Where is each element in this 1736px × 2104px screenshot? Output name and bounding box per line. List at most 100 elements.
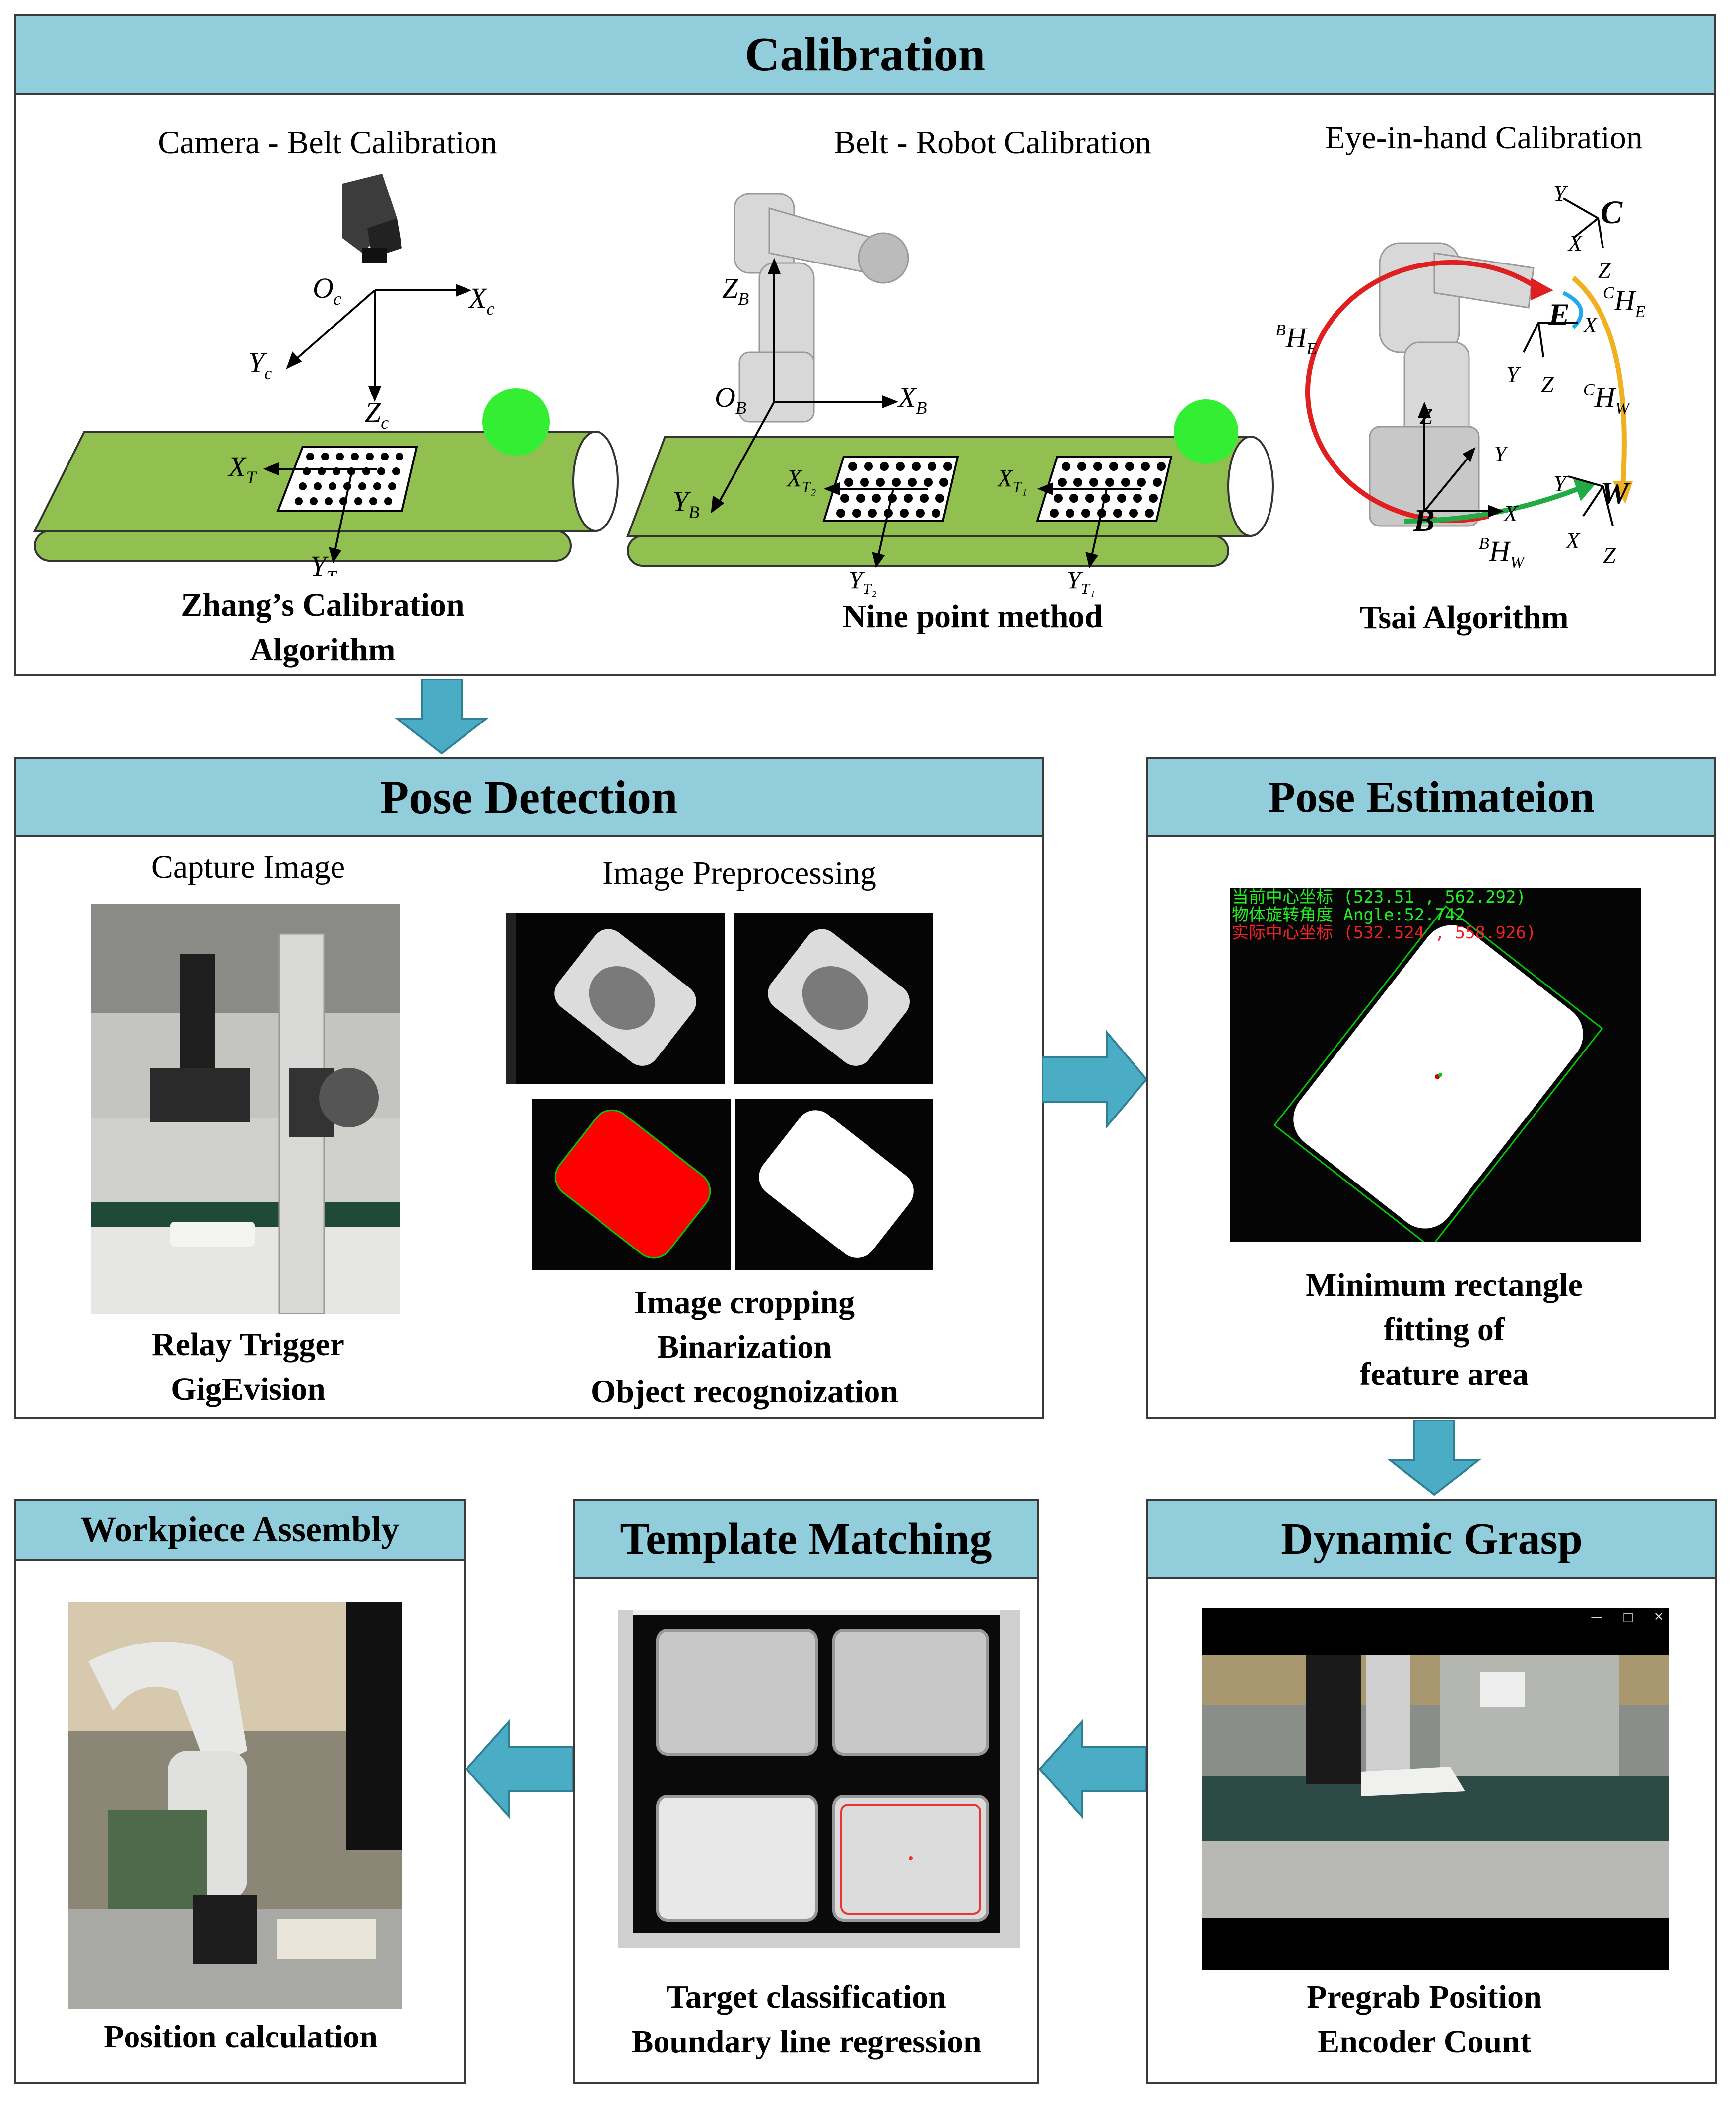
svg-text:ZB: ZB <box>722 272 749 309</box>
svg-text:W: W <box>1601 475 1631 511</box>
template-matching-image <box>618 1610 1020 1948</box>
maximize-icon[interactable]: □ <box>1622 1610 1634 1624</box>
dynamic-grasp-header: Dynamic Grasp <box>1146 1499 1717 1579</box>
preprocess-text: Image cropping Binarization Object recog… <box>521 1280 968 1414</box>
camera-belt-diagram: Oc Xc Yc Zc XT YT <box>33 174 619 576</box>
tsai-algorithm: Tsai Algorithm <box>1359 599 1569 636</box>
template-matching-title: Template Matching <box>620 1514 992 1564</box>
svg-text:XB: XB <box>897 381 927 418</box>
calibration-board <box>276 446 418 512</box>
svg-text:Oc: Oc <box>313 272 341 309</box>
svg-text:Z: Z <box>1603 543 1616 568</box>
svg-text:BHE: BHE <box>1275 321 1317 358</box>
arrow-left-2 <box>465 1719 574 1819</box>
close-icon[interactable]: ✕ <box>1653 1610 1664 1624</box>
bhe-arc <box>1305 260 1535 523</box>
belt-robot-diagram: ZB OB XB YB XT₂ XT₁ YT₂ YT₁ <box>626 193 1274 597</box>
robot-arm-icon <box>734 193 909 423</box>
belt-bottom <box>34 530 572 562</box>
pregrab-position: Pregrab Position <box>1307 1979 1542 2015</box>
svg-text:Xc: Xc <box>468 282 494 319</box>
workpiece-assembly-title: Workpiece Assembly <box>80 1510 399 1549</box>
preprocess-image-4 <box>735 1099 933 1270</box>
workpiece-assembly-header: Workpiece Assembly <box>14 1499 466 1561</box>
relay-trigger: Relay Trigger <box>152 1326 344 1363</box>
svg-text:Y: Y <box>1553 471 1568 496</box>
svg-text:CHW: CHW <box>1583 381 1631 418</box>
svg-text:Y: Y <box>1506 362 1521 387</box>
camera-icon <box>342 174 402 263</box>
preprocess-image-3 <box>532 1099 731 1270</box>
svg-text:YB: YB <box>672 485 699 522</box>
svg-text:Y: Y <box>1553 181 1568 206</box>
eye-in-hand-diagram: C E B W BHE CHE CHW BHW Y X Z Y Z X Z Y … <box>1275 181 1646 572</box>
image-cropping: Image cropping <box>634 1284 855 1320</box>
svg-text:XT₁: XT₁ <box>997 464 1027 496</box>
dynamic-grasp-text: Pregrab Position Encoder Count <box>1161 1975 1687 2064</box>
eye-in-hand-caption: Eye-in-hand Calibration <box>1325 120 1643 156</box>
svg-text:YT: YT <box>310 550 337 576</box>
assembly-photo <box>68 1602 402 2009</box>
belt-roller <box>1227 436 1274 537</box>
overlay-line-3: 实际中心坐标 (532.524 , 558.926) <box>1232 923 1536 943</box>
board-dots <box>836 462 1166 518</box>
svg-text:YT₁: YT₁ <box>1067 566 1095 597</box>
capture-photo <box>91 904 400 1314</box>
belt-robot-caption: Belt - Robot Calibration <box>834 125 1151 161</box>
svg-text:YT₂: YT₂ <box>849 566 877 597</box>
window-controls: — □ ✕ <box>1591 1610 1664 1624</box>
arrow-down-1 <box>394 679 489 755</box>
arrow-down-2 <box>1387 1420 1482 1496</box>
object-recognition: Object recognoization <box>590 1374 899 1410</box>
svg-text:XT: XT <box>227 451 257 487</box>
binarization: Binarization <box>657 1329 832 1365</box>
green-ball-icon <box>1174 399 1238 464</box>
svg-text:BHW: BHW <box>1479 534 1526 572</box>
svg-text:X: X <box>1567 230 1583 256</box>
svg-text:X: X <box>1565 528 1581 553</box>
svg-text:CHE: CHE <box>1603 284 1646 321</box>
calibration-title: Calibration <box>744 28 986 81</box>
preprocess-image-2 <box>734 913 933 1084</box>
encoder-count: Encoder Count <box>1318 2024 1531 2060</box>
minimize-icon[interactable]: — <box>1591 1610 1603 1624</box>
min-rect-line1: Minimum rectangle <box>1306 1267 1583 1303</box>
position-calculation: Position calculation <box>104 2019 378 2055</box>
svg-text:Z: Z <box>1541 372 1554 397</box>
template-text: Target classification Boundary line regr… <box>586 1975 1027 2064</box>
green-ball-icon <box>482 388 550 456</box>
overlay-line-1: 当前中心坐标 (523.51 , 562.292) <box>1232 888 1526 907</box>
arrow-left-1 <box>1038 1719 1147 1819</box>
target-classification: Target classification <box>667 1979 946 2015</box>
belt-roller <box>572 431 619 532</box>
svg-text:X: X <box>1582 312 1598 337</box>
svg-text:XT₂: XT₂ <box>786 464 816 496</box>
svg-text:Y: Y <box>1494 441 1509 466</box>
image-preprocessing-caption: Image Preprocessing <box>602 855 876 891</box>
min-rect-line2: fitting of <box>1384 1312 1505 1348</box>
pose-estimation-title: Pose Estimateion <box>1268 772 1595 822</box>
arrow-right-1 <box>1042 1030 1148 1129</box>
svg-text:Yc: Yc <box>248 346 272 383</box>
svg-text:B: B <box>1413 503 1435 538</box>
pose-estimation-text: Minimum rectangle fitting of feature are… <box>1181 1263 1707 1397</box>
nine-point-method: Nine point method <box>842 598 1103 635</box>
svg-text:OB: OB <box>715 381 746 418</box>
pose-detection-header: Pose Detection <box>14 757 1044 837</box>
boundary-line-regression: Boundary line regression <box>631 2024 982 2060</box>
preprocess-image-1 <box>506 913 725 1084</box>
svg-text:Zc: Zc <box>365 396 389 433</box>
svg-text:Z: Z <box>1419 404 1432 429</box>
zhang-line2: Algorithm <box>250 632 396 668</box>
calibration-header: Calibration <box>14 14 1716 95</box>
pose-estimation-image: 当前中心坐标 (523.51 , 562.292) 物体旋转角度 Angle:5… <box>1230 888 1641 1242</box>
svg-text:C: C <box>1601 195 1623 231</box>
capture-image-caption: Capture Image <box>151 849 345 885</box>
svg-text:X: X <box>1503 501 1519 526</box>
overlay-line-2: 物体旋转角度 Angle:52.742 <box>1232 905 1466 925</box>
pose-detection-title: Pose Detection <box>380 770 678 824</box>
svg-text:Z: Z <box>1598 258 1611 283</box>
dynamic-grasp-video: — □ ✕ <box>1202 1608 1669 1970</box>
template-matching-header: Template Matching <box>573 1499 1039 1579</box>
min-rect-line3: feature area <box>1359 1356 1529 1392</box>
